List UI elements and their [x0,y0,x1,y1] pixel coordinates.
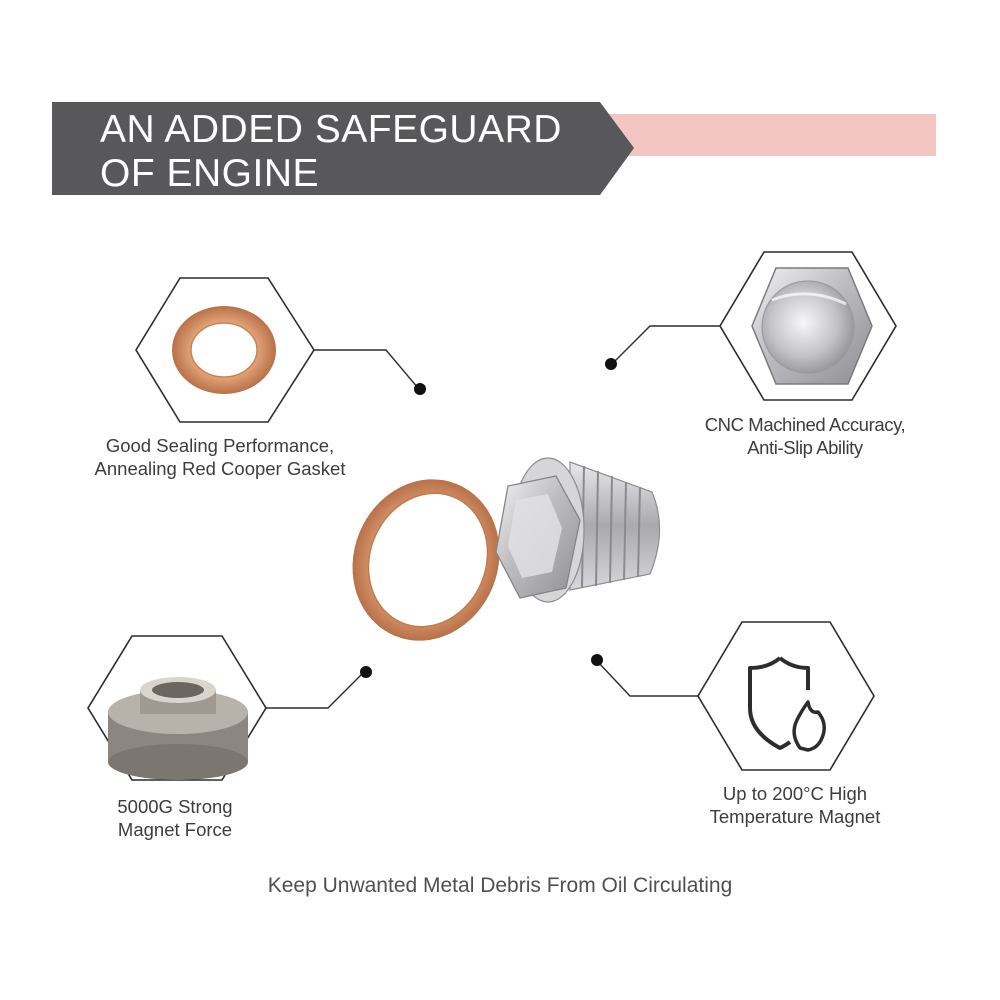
caption-cnc-line2: Anti-Slip Ability [747,437,863,458]
caption-magnet: 5000G Strong Magnet Force [60,795,290,841]
caption-gasket-line1: Good Sealing Performance, [105,435,335,456]
caption-temperature: Up to 200°C High Temperature Magnet [660,782,930,828]
copper-gasket-icon [172,306,276,394]
caption-temperature-line2: Temperature Magnet [709,806,881,827]
banner [52,102,936,195]
machined-hex-head-icon [751,267,873,385]
caption-magnet-line2: Magnet Force [117,819,233,840]
hexagon-frame-temperature [697,621,875,771]
connector-line-cnc [611,325,720,365]
connector-dot-temperature [591,654,603,666]
caption-cnc-line1: CNC Machined Accuracy, [704,414,906,435]
drain-plug-icon [495,457,661,603]
caption-cnc: CNC Machined Accuracy, Anti-Slip Ability [650,413,960,459]
connector-line-magnet [266,671,365,709]
shield-flame-icon [748,656,826,752]
connector-line-gasket [314,349,419,389]
caption-magnet-line1: 5000G Strong [117,796,233,817]
product-image [352,457,661,641]
banner-title: AN ADDED SAFEGUARD OF ENGINE [100,108,620,196]
feature-cnc [605,251,897,401]
feature-temperature [591,621,875,771]
connector-line-temperature [597,661,698,697]
banner-accent-stripe [600,114,936,156]
caption-temperature-line1: Up to 200°C High [722,783,868,804]
caption-gasket-line2: Annealing Red Cooper Gasket [94,458,346,479]
banner-title-line2: OF ENGINE [100,152,320,195]
banner-band [52,102,634,195]
copper-washer-icon [352,479,500,641]
magnet-ring-icon [108,677,248,780]
connector-dot-magnet [360,666,372,678]
caption-gasket: Good Sealing Performance, Annealing Red … [40,434,400,480]
connector-dot-cnc [605,358,617,370]
connector-dot-gasket [414,383,426,395]
tagline: Keep Unwanted Metal Debris From Oil Circ… [267,874,733,897]
feature-gasket [135,277,426,423]
banner-title-line1: AN ADDED SAFEGUARD [100,108,562,151]
feature-magnet [87,635,372,781]
